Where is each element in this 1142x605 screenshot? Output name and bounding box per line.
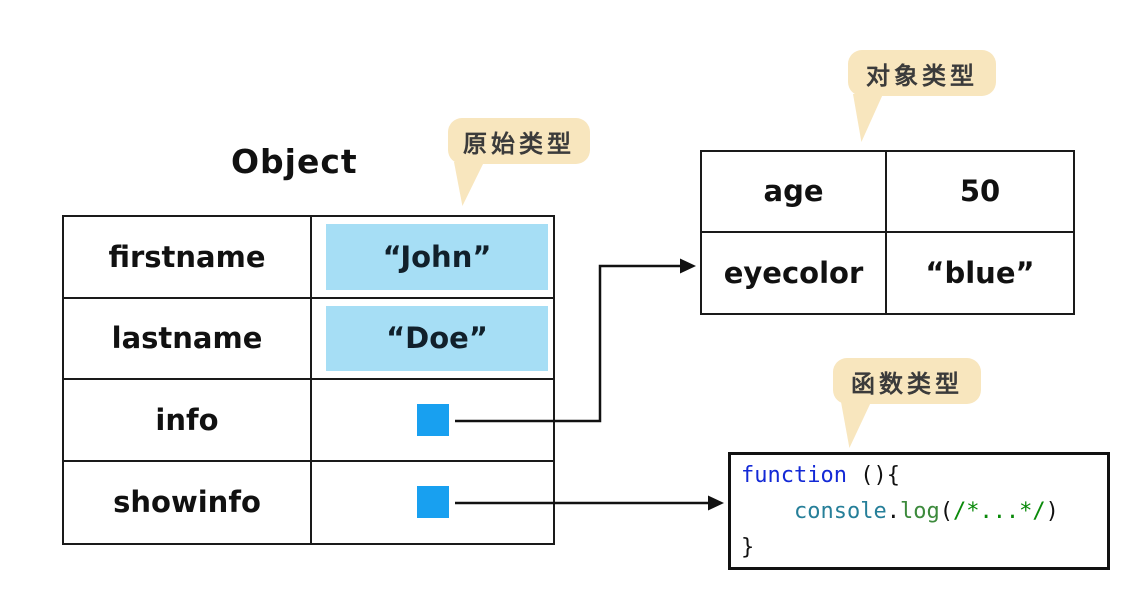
value-label-lastname: “Doe” <box>386 321 488 356</box>
bubble-primitive-label: 原始类型 <box>463 129 575 158</box>
code-keyword: function <box>741 463 847 488</box>
code-comment: /*...*/ <box>952 499 1046 524</box>
value-label-firstname: “John” <box>382 239 492 274</box>
nested-table-key-eyecolor: eyecolor <box>702 232 887 313</box>
code-line-3: } <box>741 530 1097 566</box>
code-line-1: function (){ <box>741 458 1097 494</box>
object-table: firstname “John” lastname “Doe” info sho… <box>62 215 555 545</box>
code-signature: (){ <box>846 463 900 488</box>
object-table-key-info: info <box>64 380 312 462</box>
object-table-value-info <box>312 380 553 462</box>
bubble-primitive-type: 原始类型 <box>448 118 590 206</box>
code-open-paren: ( <box>939 499 953 524</box>
object-table-value-lastname: “Doe” <box>312 299 553 380</box>
key-label-age: age <box>763 174 824 209</box>
object-table-key-lastname: lastname <box>64 298 312 380</box>
code-log: log <box>899 499 940 524</box>
key-label-lastname: lastname <box>111 321 263 356</box>
bubble-function-label: 函数类型 <box>851 369 963 398</box>
object-table-key-firstname: firstname <box>64 217 312 299</box>
bubble-function-type: 函数类型 <box>833 358 981 448</box>
bubble-tail <box>853 94 883 142</box>
object-title: Object <box>231 142 358 181</box>
bubble-object-type: 对象类型 <box>848 50 996 142</box>
bubble-object-label: 对象类型 <box>866 61 978 90</box>
value-label-eyecolor: “blue” <box>925 255 1035 290</box>
key-label-firstname: firstname <box>108 239 266 274</box>
code-indent <box>741 499 794 524</box>
bubble-tail <box>841 402 871 448</box>
object-table-value-firstname: “John” <box>312 217 553 299</box>
value-label-age: 50 <box>959 174 1001 209</box>
object-table-key-showinfo: showinfo <box>64 461 312 543</box>
key-label-showinfo: showinfo <box>113 485 261 520</box>
key-label-eyecolor: eyecolor <box>723 255 864 290</box>
function-code-box: function (){ console.log(/*...*/) } <box>728 452 1110 570</box>
code-closing-brace: } <box>741 535 755 560</box>
reference-square-showinfo <box>416 486 449 519</box>
bubble-tail <box>454 162 484 206</box>
primitive-highlight-firstname: “John” <box>326 224 548 290</box>
object-table-value-showinfo <box>312 462 553 544</box>
code-dot: . <box>886 499 900 524</box>
code-console: console <box>793 499 887 524</box>
code-line-2: console.log(/*...*/) <box>741 494 1097 530</box>
nested-table-key-age: age <box>702 152 887 233</box>
primitive-highlight-lastname: “Doe” <box>326 305 548 371</box>
nested-table-value-eyecolor: “blue” <box>887 233 1073 314</box>
key-label-info: info <box>155 402 219 437</box>
reference-square-info <box>416 403 449 436</box>
nested-object-table: age 50 eyecolor “blue” <box>700 150 1075 315</box>
nested-table-value-age: 50 <box>887 152 1073 233</box>
code-close-paren: ) <box>1045 499 1059 524</box>
